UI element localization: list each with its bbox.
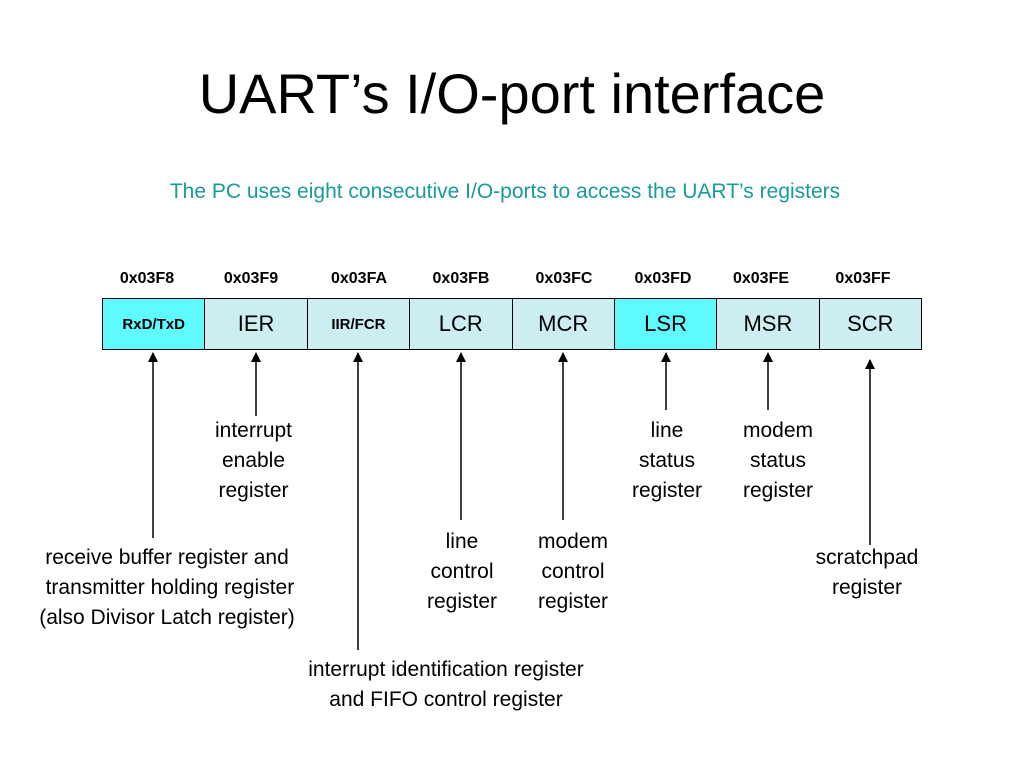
label-scratchpad-register: scratchpad register (815, 546, 919, 599)
register-lsr: LSR (614, 299, 718, 349)
register-iir-fcr: IIR/FCR (307, 299, 411, 349)
register-scr: SCR (819, 299, 921, 349)
label-interrupt-identification-fifo-control: interrupt identification register and FI… (308, 658, 584, 711)
register-ier: IER (205, 299, 308, 349)
port-address-0x03f9: 0x03F9 (223, 270, 279, 287)
label-modem-status-register: modem status register (742, 419, 814, 502)
register-rxd-txd: RxD/TxD (103, 299, 206, 349)
port-address-0x03fa: 0x03FA (330, 270, 388, 287)
port-address-0x03fc: 0x03FC (535, 270, 593, 287)
slide-title: UART’s I/O-port interface (198, 62, 826, 125)
port-address-0x03fe: 0x03FE (732, 270, 790, 287)
slide-subtitle: The PC uses eight consecutive I/O-ports … (169, 180, 841, 203)
port-address-0x03f8: 0x03F8 (119, 270, 175, 287)
register-row: RxD/TxD IER IIR/FCR LCR MCR LSR MSR SCR (102, 298, 922, 350)
register-mcr: MCR (512, 299, 615, 349)
label-interrupt-enable-register: interrupt enable register (214, 419, 293, 502)
register-lcr: LCR (410, 299, 513, 349)
port-address-0x03ff: 0x03FF (835, 270, 891, 287)
port-address-0x03fd: 0x03FD (634, 270, 692, 287)
label-modem-control-register: modem control register (537, 530, 609, 613)
register-msr: MSR (717, 299, 820, 349)
port-address-0x03fb: 0x03FB (432, 270, 490, 287)
label-line-control-register: line control register (426, 530, 498, 613)
label-receive-transmit-register: receive buffer register and transmitter … (39, 546, 295, 629)
label-line-status-register: line status register (631, 419, 703, 502)
